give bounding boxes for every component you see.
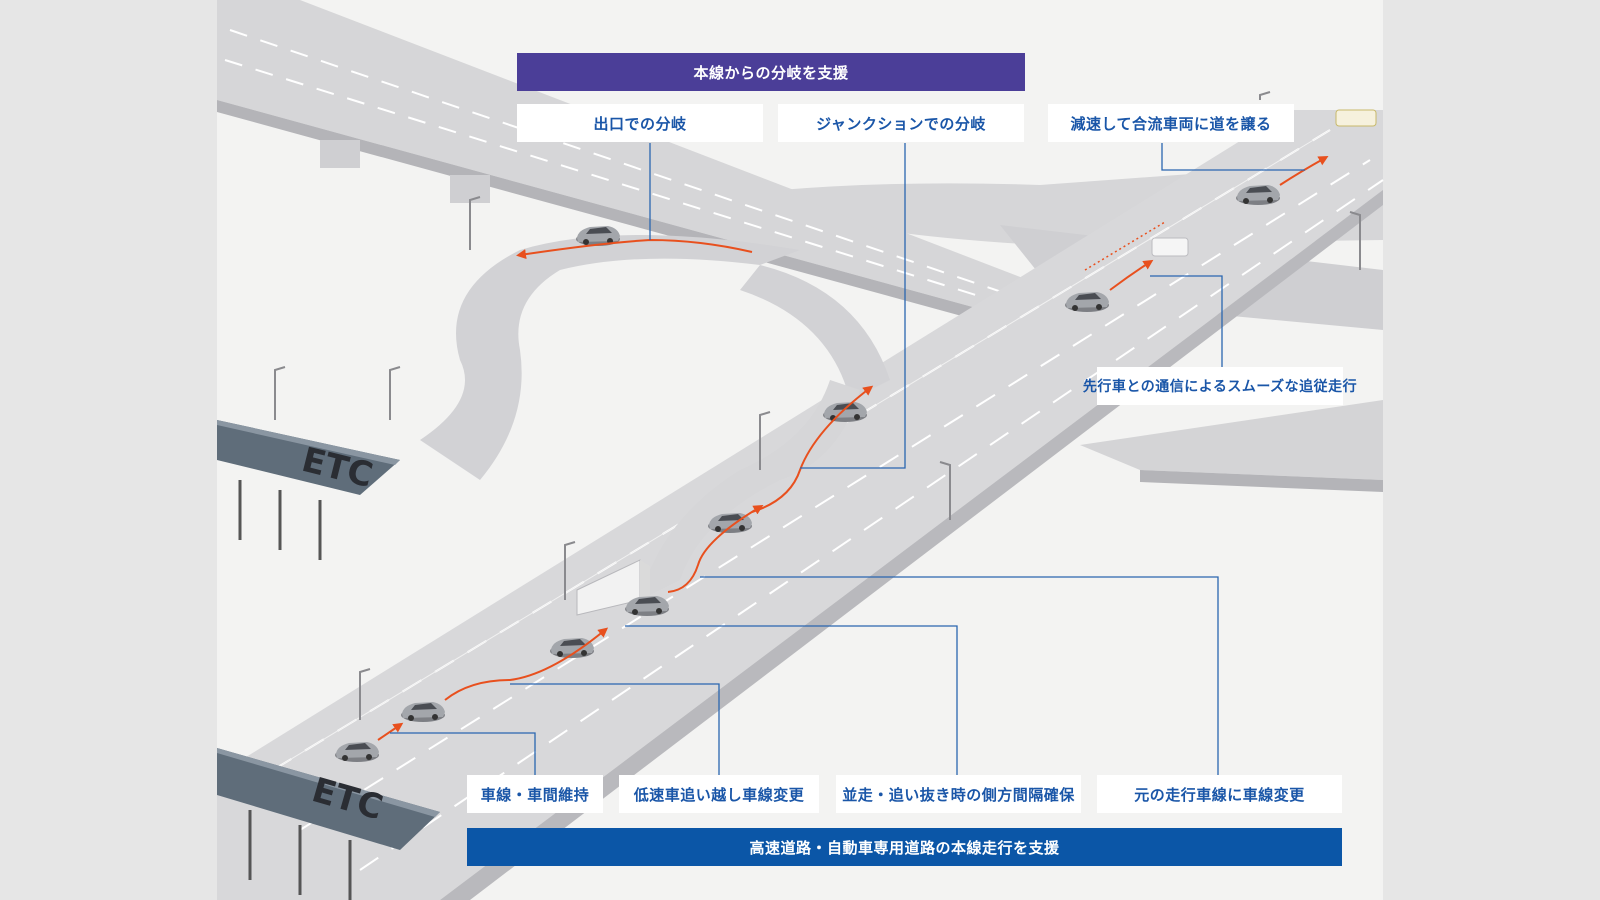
route-ramp [751, 385, 874, 513]
vehicle-lead-white [1151, 237, 1189, 257]
route-arrows [377, 156, 1329, 741]
lamp-posts [274, 91, 1361, 720]
comm-link [1084, 221, 1166, 271]
label-junction-branch: ジャンクションでの分岐 [778, 104, 1024, 142]
route-junction [667, 504, 764, 593]
label-exit-branch: 出口での分岐 [517, 104, 763, 142]
label-lane-keep: 車線・車間維持 [467, 775, 603, 813]
route-overtake [444, 627, 609, 701]
right-gutter [1383, 0, 1600, 900]
route-follow [1109, 259, 1154, 291]
banner-main-line-driving: 高速道路・自動車専用道路の本線走行を支援 [467, 828, 1342, 866]
label-return-lane: 元の走行車線に車線変更 [1097, 775, 1342, 813]
label-comm-follow: 先行車との通信によるスムーズな追従走行 [1083, 367, 1357, 405]
label-yield-merge: 減速して合流車両に道を譲る [1048, 104, 1294, 142]
label-overtake: 低速車追い越し車線変更 [619, 775, 819, 813]
route-exit [516, 238, 753, 260]
etc-lower-gate: ETC [217, 748, 440, 900]
leader-lines [390, 143, 1305, 782]
route-yield [1279, 156, 1329, 186]
right-flyover [1080, 400, 1383, 492]
banner-main-line-branch: 本線からの分岐を支援 [517, 53, 1025, 91]
upper-highway [217, 0, 1080, 332]
left-gutter [0, 0, 217, 900]
route-lane-keep [377, 722, 404, 741]
loop-ramp [420, 235, 890, 600]
label-side-gap: 並走・追い抜き時の側方間隔確保 [836, 775, 1081, 813]
vehicle-far-yellow [1335, 109, 1377, 127]
